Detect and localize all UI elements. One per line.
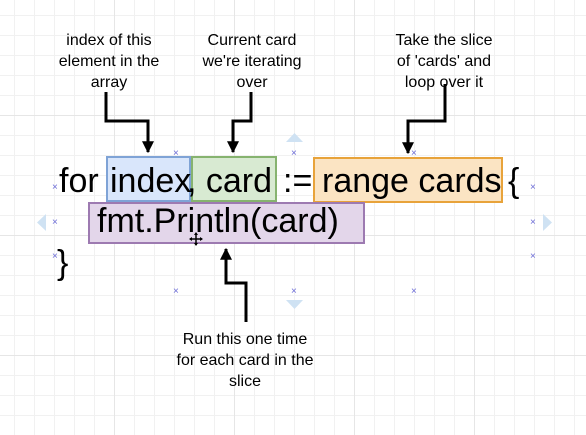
annotation-body-line-2: for each card in the xyxy=(176,352,314,369)
x-marker: × xyxy=(291,148,297,159)
annotation-card-line-2: we're iterating xyxy=(202,53,302,70)
annotation-index-line-2: element in the xyxy=(58,53,160,70)
code-for-keyword: for xyxy=(59,162,99,200)
annotation-slice: Take the slice of 'cards' and loop over … xyxy=(384,30,504,93)
arrow-body[interactable] xyxy=(220,247,248,322)
selection-handle-bottom[interactable] xyxy=(286,300,303,309)
x-marker: × xyxy=(173,148,179,159)
x-marker: × xyxy=(291,286,297,297)
println-highlight-box[interactable] xyxy=(88,202,365,244)
selection-handle-top[interactable] xyxy=(286,133,303,142)
code-range-cards: range cards xyxy=(322,162,502,200)
code-assign-operator: := xyxy=(283,162,313,200)
annotation-slice-line-2: of 'cards' and xyxy=(396,53,492,70)
x-marker: × xyxy=(411,286,417,297)
selection-handle-right[interactable] xyxy=(543,214,552,231)
move-cursor-icon xyxy=(189,232,203,246)
annotation-index-line-3: array xyxy=(90,74,128,91)
selection-handle-left[interactable] xyxy=(37,214,46,231)
x-marker: × xyxy=(411,148,417,159)
annotation-slice-line-1: Take the slice xyxy=(395,32,493,49)
card-highlight-box[interactable] xyxy=(191,156,277,202)
annotation-index-line-1: index of this xyxy=(66,32,152,49)
x-marker: × xyxy=(52,251,58,262)
annotation-index: index of this element in the array xyxy=(54,30,164,93)
annotation-card-line-3: over xyxy=(236,74,268,91)
code-comma-card: , card xyxy=(187,162,273,200)
x-marker: × xyxy=(530,182,536,193)
arrow-index[interactable] xyxy=(104,92,154,154)
arrow-range[interactable] xyxy=(402,84,447,155)
code-println-call: fmt.Println(card) xyxy=(97,202,339,240)
annotation-body-line-1: Run this one time xyxy=(182,331,308,348)
annotation-card: Current card we're iterating over xyxy=(192,30,312,93)
x-marker: × xyxy=(530,217,536,228)
x-marker: × xyxy=(52,182,58,193)
arrow-card[interactable] xyxy=(227,92,253,154)
annotation-body-line-3: slice xyxy=(228,373,261,390)
annotation-card-line-1: Current card xyxy=(207,32,297,49)
code-close-brace: } xyxy=(57,244,69,282)
x-marker: × xyxy=(173,286,179,297)
annotation-slice-line-3: loop over it xyxy=(404,74,484,91)
x-marker: × xyxy=(530,251,536,262)
code-open-brace: { xyxy=(508,162,520,200)
code-index: index xyxy=(110,162,192,200)
annotation-body: Run this one time for each card in the s… xyxy=(165,329,325,392)
index-highlight-box[interactable] xyxy=(106,156,191,202)
x-marker: × xyxy=(52,217,58,228)
range-highlight-box[interactable] xyxy=(313,157,503,203)
